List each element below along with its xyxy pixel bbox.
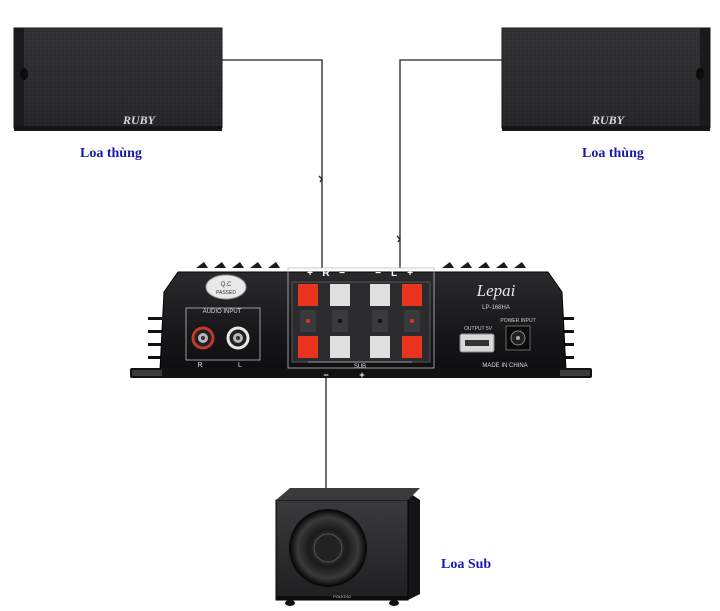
right-speaker: RUBY (501, 27, 711, 131)
left-speaker: RUBY (13, 27, 223, 131)
left-speaker-brand: RUBY (122, 113, 157, 127)
left-speaker-caption: Loa thùng (80, 146, 142, 161)
terminal-label-r-minus: − (339, 268, 345, 279)
rca-right-jack[interactable] (191, 326, 215, 350)
amplifier-brand: Lepai (476, 281, 516, 300)
amplifier: Q.C PASSED AUDIO INPUT R L + R − − L + (130, 262, 592, 380)
audio-input-label: AUDIO INPUT (203, 309, 242, 315)
audio-input-panel (185, 307, 261, 361)
power-label: POWER INPUT (500, 318, 535, 324)
right-speaker-caption: Loa thùng (582, 146, 644, 161)
right-speaker-brand: RUBY (591, 113, 626, 127)
terminal-label-l-plus: + (407, 268, 413, 279)
wire-kink-right (396, 235, 401, 243)
terminal-label-l: L (391, 268, 397, 279)
output-label: OUTPUT 5V (464, 326, 493, 332)
subwoofer-brand: POLKDIO (333, 594, 351, 599)
terminal-label-r-plus: + (307, 268, 313, 279)
sub-label: SUB (354, 364, 366, 370)
terminal-label-r: R (322, 268, 330, 279)
rca-left-jack[interactable] (226, 326, 250, 350)
wire-right-speaker (399, 59, 502, 268)
sub-minus: − (323, 370, 328, 380)
terminal-bracket (287, 267, 435, 369)
terminal-label-l-minus: − (375, 268, 381, 279)
sub-plus: + (359, 370, 364, 380)
terminal-top-labels: + R − − L + (307, 268, 413, 279)
subwoofer: POLKDIO (275, 488, 420, 606)
speaker-terminals[interactable] (298, 284, 422, 358)
amplifier-model: LP-168HA (482, 305, 510, 311)
wire-left-speaker (222, 59, 323, 268)
rca-left-label: L (238, 362, 242, 369)
made-in-label: MADE IN CHINA (482, 363, 527, 369)
rca-right-label: R (197, 362, 202, 369)
power-jack[interactable] (505, 325, 531, 351)
qc-sticker-line2: PASSED (216, 290, 236, 296)
qc-sticker (205, 274, 247, 300)
subwoofer-caption: Loa Sub (441, 557, 492, 572)
wire-kink-left (318, 175, 323, 183)
speaker-wires (222, 59, 502, 500)
qc-sticker-line1: Q.C (221, 282, 232, 288)
